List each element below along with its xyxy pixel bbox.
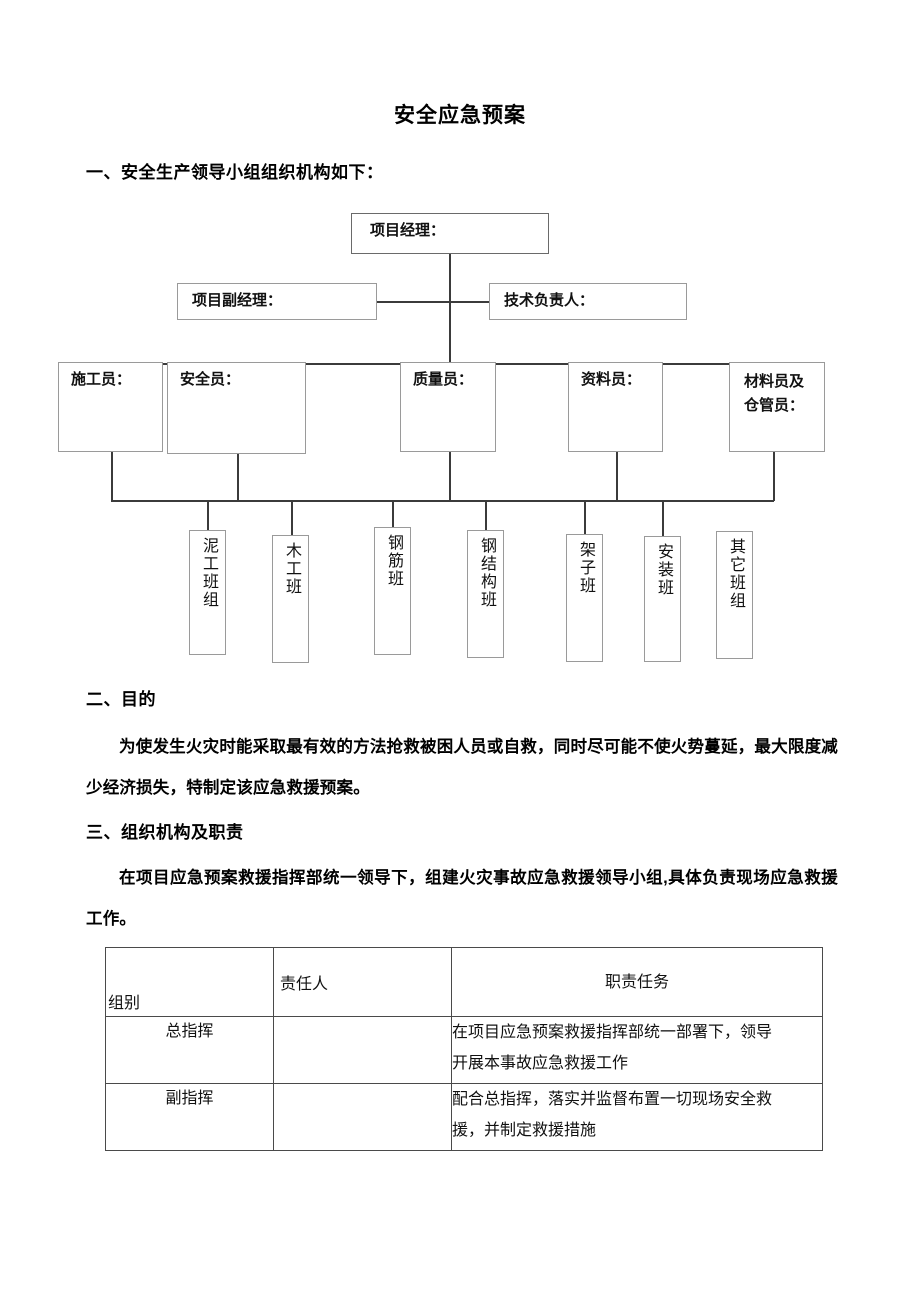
table-header-group: 组别	[108, 995, 141, 1012]
table-cell-group: 总指挥	[105, 1016, 274, 1084]
table-cell-duty: 在项目应急预案救援指挥部统一部署下，领导 开展本事故应急救援工作	[451, 1016, 823, 1084]
section-purpose-body: 为使发生火灾时能采取最有效的方法抢救被困人员或自救，同时尽可能不使火势蔓延，最大…	[86, 738, 838, 797]
org-leaf-label: 安装班	[654, 543, 672, 597]
org-leaf-scaffold-team: 架子班	[566, 534, 603, 662]
org-node-label: 项目经理：	[370, 223, 446, 239]
table-cell-duty-line: 援，并制定救援措施	[452, 1122, 597, 1139]
table-cell-duty: 配合总指挥，落实并监督布置一切现场安全救 援，并制定救援措施	[451, 1083, 823, 1151]
org-leaf-carpentry-team: 木工班	[272, 535, 309, 663]
org-stub-4	[616, 452, 618, 501]
org-leaf-label: 钢结构班	[477, 537, 495, 609]
org-leaf-label: 泥工班组	[199, 537, 217, 609]
org-stub-5	[773, 452, 775, 501]
org-node-project-manager: 项目经理：	[351, 213, 549, 254]
org-leaf-masonry-team: 泥工班组	[189, 530, 226, 655]
section-heading-2: 二、目的	[86, 690, 156, 709]
org-node-label: 质量员：	[413, 372, 474, 388]
table-header-duty: 职责任务	[604, 974, 669, 991]
table-header-duty-cell: 职责任务	[451, 947, 823, 1017]
org-connector-spine	[449, 254, 451, 363]
org-leaf-steel-structure-team: 钢结构班	[467, 530, 504, 658]
org-drop-level4-6	[662, 500, 664, 536]
table-cell-group: 副指挥	[105, 1083, 274, 1151]
table-cell-duty-line: 配合总指挥，落实并监督布置一切现场安全救	[452, 1091, 773, 1108]
org-leaf-label: 木工班	[282, 542, 300, 596]
org-leaf-label: 其它班组	[726, 538, 744, 610]
org-node-quality-officer: 质量员：	[400, 362, 496, 452]
table-header-group-cell: 组别	[105, 947, 274, 1017]
page-title: 安全应急预案	[394, 104, 526, 127]
org-connector-level2	[377, 301, 489, 303]
org-drop-level4-1	[207, 500, 209, 531]
section-heading-3: 三、组织机构及职责	[86, 823, 244, 842]
section-organization-body: 在项目应急预案救援指挥部统一领导下，组建火灾事故应急救援领导小组,具体负责现场应…	[86, 869, 838, 928]
org-node-label: 项目副经理：	[192, 293, 283, 309]
table-row: 副指挥 配合总指挥，落实并监督布置一切现场安全救 援，并制定救援措施	[105, 1083, 823, 1151]
duty-table: 组别 责任人 职责任务 总指挥 在项目应急预案救援指挥部统一部署下，领导 开展本…	[105, 947, 823, 1151]
org-node-technical-lead: 技术负责人：	[489, 283, 687, 320]
table-row: 总指挥 在项目应急预案救援指挥部统一部署下，领导 开展本事故应急救援工作	[105, 1016, 823, 1084]
org-drop-level4-5	[584, 500, 586, 534]
org-node-deputy-manager: 项目副经理：	[177, 283, 377, 320]
org-stub-1	[111, 452, 113, 501]
org-stub-2	[237, 454, 239, 501]
org-node-records-officer: 资料员：	[568, 362, 663, 452]
org-node-site-engineer: 施工员：	[58, 362, 163, 452]
org-drop-level4-2	[291, 500, 293, 535]
table-header-row: 组别 责任人 职责任务	[105, 947, 823, 1017]
table-cell-duty-line: 开展本事故应急救援工作	[452, 1055, 629, 1072]
org-node-label: 技术负责人：	[504, 293, 595, 309]
org-drop-level4-4	[485, 500, 487, 531]
org-node-label: 资料员：	[581, 372, 642, 388]
org-node-label: 材料员及 仓管员：	[744, 374, 805, 414]
org-leaf-rebar-team: 钢筋班	[374, 527, 411, 655]
org-leaf-label: 钢筋班	[384, 534, 402, 588]
table-header-person-cell: 责任人	[273, 947, 452, 1017]
section-heading-1: 一、安全生产领导小组组织机构如下：	[86, 163, 384, 182]
org-node-label: 安全员：	[180, 372, 241, 388]
org-drop-level4-3	[392, 500, 394, 528]
org-bus-level4	[111, 500, 774, 502]
org-leaf-installation-team: 安装班	[644, 536, 681, 662]
table-header-person: 责任人	[280, 976, 329, 993]
org-leaf-label: 架子班	[576, 541, 594, 595]
org-node-label: 施工员：	[71, 372, 132, 388]
table-cell-person[interactable]	[273, 1083, 452, 1151]
org-chart: 项目经理： 项目副经理： 技术负责人： 施工员： 安全员： 质量员：	[0, 200, 920, 675]
org-node-safety-officer: 安全员：	[167, 362, 306, 454]
org-leaf-other-teams: 其它班组	[716, 531, 753, 659]
org-stub-3	[449, 452, 451, 501]
table-cell-duty-line: 在项目应急预案救援指挥部统一部署下，领导	[452, 1024, 773, 1041]
table-cell-person[interactable]	[273, 1016, 452, 1084]
org-node-materials-warehouse: 材料员及 仓管员：	[729, 362, 825, 452]
